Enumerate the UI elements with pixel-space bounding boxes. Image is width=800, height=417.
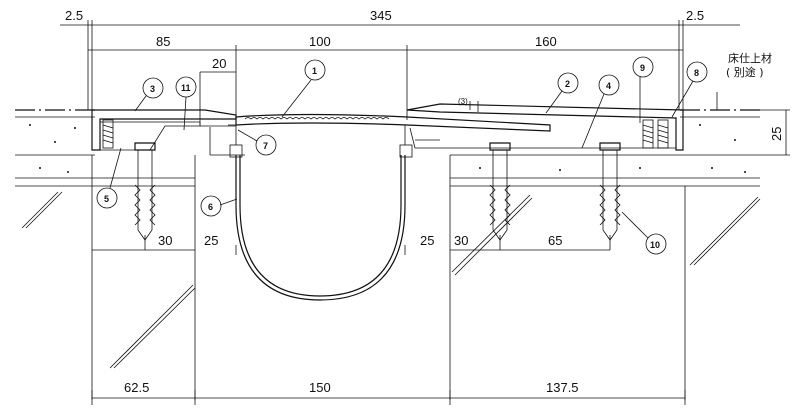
svg-text:8: 8	[694, 68, 699, 78]
callout-8: 8	[671, 61, 708, 118]
svg-text:4: 4	[606, 81, 611, 91]
svg-text:10: 10	[650, 240, 660, 250]
floor-note-line1: 床仕上材	[728, 51, 772, 65]
screw-right-a	[642, 119, 654, 149]
dim-height-25: 25	[769, 127, 784, 141]
svg-text:5: 5	[104, 194, 109, 204]
rubber-seal	[228, 124, 413, 301]
callout-3: 3	[134, 77, 164, 112]
bottom-dimension-group: 62.5 150 137.5	[91, 380, 686, 405]
svg-text:1: 1	[312, 66, 317, 76]
concrete-slab-left	[15, 124, 196, 400]
svg-text:2: 2	[565, 79, 570, 89]
callout-6: 6	[200, 195, 238, 217]
top-dimension-group: 2.5 345 2.5 85 100 160 20	[60, 8, 740, 125]
svg-text:6: 6	[208, 202, 213, 212]
dim-gap-20: 20	[212, 56, 226, 71]
side-dimension: 25	[760, 109, 790, 156]
callout-4: 4	[581, 74, 620, 149]
anchor-right-b	[599, 142, 621, 250]
dim-anchor-right-25: 25	[420, 233, 434, 248]
floor-note-line2: ( 別途 )	[726, 65, 764, 79]
floor-finish: 床仕上材 ( 別途 )	[15, 51, 772, 118]
dim-seg-right: 160	[535, 34, 557, 49]
dim-thickness-3: (3)	[458, 97, 468, 106]
dim-anchor-left-30: 30	[158, 233, 172, 248]
svg-text:9: 9	[640, 63, 645, 73]
dim-bottom-left: 62.5	[124, 380, 149, 395]
dim-anchor-right-30: 30	[454, 233, 468, 248]
dim-top-right-gap: 2.5	[686, 8, 704, 23]
svg-text:7: 7	[263, 141, 268, 151]
dim-top-left-gap: 2.5	[65, 8, 83, 23]
dim-top-total: 345	[370, 8, 392, 23]
callout-11: 11	[175, 76, 197, 131]
cover-plate-right: (3)	[406, 97, 684, 151]
center-plate	[235, 113, 551, 132]
dim-anchor-right-65: 65	[548, 233, 562, 248]
cover-plate-left	[91, 109, 245, 156]
dim-bottom-mid: 150	[309, 380, 331, 395]
screw-right-b	[657, 119, 669, 149]
dim-anchor-left-25: 25	[204, 233, 218, 248]
svg-text:11: 11	[181, 83, 191, 93]
anchor-left	[134, 142, 156, 250]
callout-2: 2	[545, 72, 579, 114]
callout-10: 10	[621, 211, 667, 255]
anchor-right-a	[489, 142, 511, 250]
screw-left	[102, 119, 114, 149]
svg-text:3: 3	[150, 84, 155, 94]
dim-bottom-right: 137.5	[546, 380, 579, 395]
callout-9: 9	[632, 56, 654, 123]
callout-7: 7	[237, 129, 277, 156]
anchor-dimension-group: 30 25 25 30 65	[92, 233, 610, 255]
dim-seg-left: 85	[156, 34, 170, 49]
concrete-slab-right	[449, 124, 761, 400]
callout-5: 5	[96, 147, 122, 209]
dim-seg-mid: 100	[309, 34, 331, 49]
callout-1: 1	[281, 59, 326, 118]
